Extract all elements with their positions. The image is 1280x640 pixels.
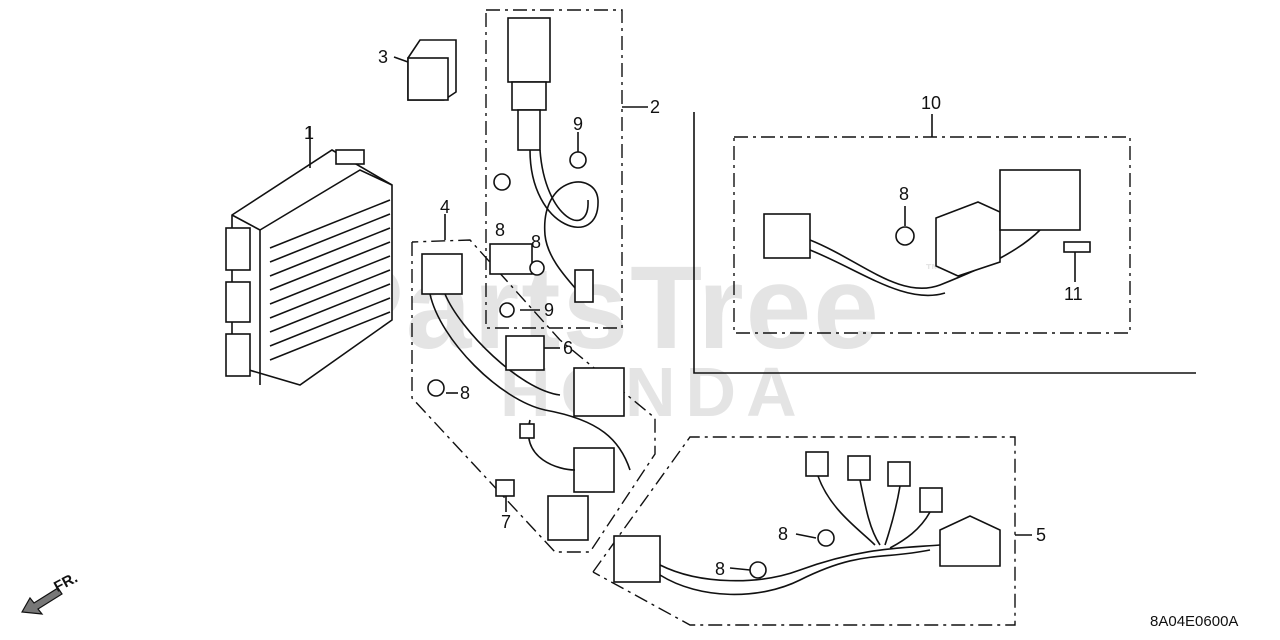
callout-3: 3: [378, 47, 389, 67]
part-2-box: [485, 9, 648, 329]
callout-8-part4: 8: [460, 383, 471, 403]
callout-11: 11: [1064, 284, 1083, 304]
callout-2: 2: [650, 97, 661, 117]
callout-8-part10: 8: [899, 184, 910, 204]
callout-1: 1: [304, 123, 315, 143]
callout-8-part2-right: 8: [531, 232, 542, 252]
cap-part: [393, 39, 457, 101]
harness-5: [613, 451, 1001, 596]
callout-9-bottom: 9: [544, 300, 555, 320]
connector-6: [505, 335, 560, 371]
front-arrow-icon: [21, 587, 63, 615]
part-5-box: [592, 436, 1032, 626]
harness-2: [489, 17, 599, 318]
callout-10: 10: [921, 93, 942, 113]
clip-7: [495, 479, 515, 512]
diagram-code: 8A04E0600A: [1150, 613, 1239, 630]
ecu-module: [225, 126, 393, 386]
harness-10: [763, 169, 1091, 297]
callout-8-part5-right: 8: [778, 524, 789, 544]
callout-9-top: 9: [573, 114, 584, 134]
callout-8-part2-left: 8: [495, 220, 506, 240]
callout-8-part5-left: 8: [715, 559, 726, 579]
callout-4: 4: [440, 197, 451, 217]
group-10-frame: [693, 112, 1196, 374]
harness-4: [421, 253, 631, 541]
callout-5: 5: [1036, 525, 1047, 545]
callout-6: 6: [563, 338, 574, 358]
watermark-main: PartsTree: [325, 242, 881, 374]
callout-7: 7: [501, 512, 512, 532]
